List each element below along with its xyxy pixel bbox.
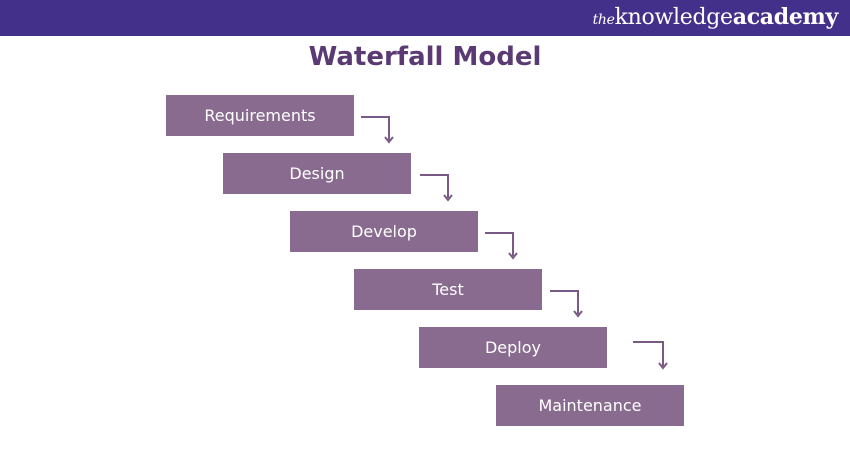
step-label: Design: [289, 164, 345, 183]
brand-main: knowledge: [614, 5, 733, 30]
step-design: Design: [223, 153, 411, 194]
arrowhead-icon: [443, 194, 453, 202]
arrow-design-to-develop: [420, 174, 449, 198]
arrowhead-icon: [508, 252, 518, 260]
step-requirements: Requirements: [166, 95, 354, 136]
brand-prefix: the: [592, 12, 615, 28]
step-deploy: Deploy: [419, 327, 607, 368]
step-label: Develop: [351, 222, 417, 241]
step-test: Test: [354, 269, 542, 310]
arrow-develop-to-test: [485, 232, 514, 256]
header-bar: theknowledgeacademy: [0, 0, 850, 36]
arrow-test-to-deploy: [550, 290, 579, 314]
arrow-deploy-to-maintenance: [633, 341, 664, 366]
step-maintenance: Maintenance: [496, 385, 684, 426]
step-label: Requirements: [204, 106, 316, 125]
step-label: Maintenance: [538, 396, 642, 415]
step-label: Test: [432, 280, 464, 299]
diagram-title: Waterfall Model: [308, 42, 542, 72]
step-develop: Develop: [290, 211, 478, 252]
brand-logo[interactable]: theknowledgeacademy: [592, 4, 839, 30]
step-label: Deploy: [484, 338, 542, 357]
arrowhead-icon: [384, 136, 394, 144]
arrowhead-icon: [573, 310, 583, 318]
arrowhead-icon: [658, 362, 668, 370]
arrow-requirements-to-design: [361, 116, 390, 140]
brand-suffix: academy: [732, 4, 839, 30]
